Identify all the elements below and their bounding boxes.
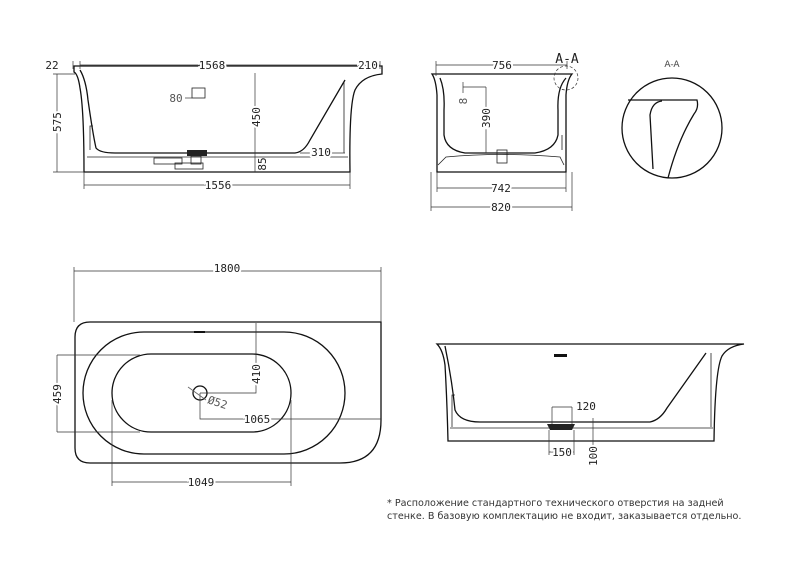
footnote: * Расположение стандартного технического… bbox=[387, 498, 742, 522]
plan-basin bbox=[111, 353, 292, 433]
dim-base: 85 bbox=[256, 157, 269, 170]
section-marker bbox=[553, 65, 579, 91]
front-outline bbox=[73, 65, 383, 173]
dim-inner-width: 756 bbox=[492, 59, 512, 72]
dim-drain-x: 1065 bbox=[244, 413, 271, 426]
dim-height-back: 100 bbox=[587, 446, 600, 466]
front-view: 22 1568 210 575 80 450 310 85 1556 bbox=[45, 57, 383, 194]
dim-length: 1800 bbox=[214, 262, 241, 275]
section-label: A-A bbox=[555, 52, 579, 67]
back-basin bbox=[444, 345, 707, 423]
dim-rim-right: 210 bbox=[358, 59, 378, 72]
side-basin bbox=[439, 77, 567, 154]
dim-drain-y: 410 bbox=[250, 364, 263, 384]
detail-view: A-A bbox=[621, 60, 723, 179]
dim-rim-left: 22 bbox=[45, 59, 58, 72]
back-drain bbox=[547, 424, 575, 430]
dim-base-length: 1556 bbox=[205, 179, 232, 192]
back-view: 120 150 100 bbox=[435, 343, 745, 468]
side-view: 756 A-A 8 390 742 820 bbox=[430, 52, 579, 216]
dim-drain-diameter: Ø52 bbox=[206, 393, 229, 412]
side-outline bbox=[430, 73, 574, 173]
plan-overflow bbox=[194, 331, 205, 333]
dim-inner-length: 1568 bbox=[199, 59, 226, 72]
drain-fitting bbox=[153, 150, 207, 170]
back-outline bbox=[435, 343, 745, 442]
detail-label: A-A bbox=[664, 60, 680, 70]
back-overflow bbox=[554, 354, 567, 357]
overflow-hole bbox=[191, 87, 206, 99]
dim-inner-length-plan: 1049 bbox=[188, 476, 215, 489]
plan-outer bbox=[74, 321, 382, 464]
dim-overflow: 80 bbox=[169, 92, 182, 105]
dim-outer-width: 820 bbox=[491, 201, 511, 214]
front-basin bbox=[79, 69, 346, 154]
plan-rim bbox=[82, 331, 346, 455]
dim-depth: 450 bbox=[250, 107, 263, 127]
dim-height: 575 bbox=[51, 112, 64, 132]
dim-small: 8 bbox=[457, 98, 470, 105]
dim-base-width: 742 bbox=[491, 182, 511, 195]
dim-width: 459 bbox=[51, 384, 64, 404]
dim-bottom-offset: 310 bbox=[311, 146, 331, 159]
plan-view: 1800 459 410 Ø52 1065 1049 bbox=[49, 260, 382, 491]
dim-drain-base: 150 bbox=[552, 446, 572, 459]
dim-depth-side: 390 bbox=[480, 108, 493, 128]
side-drain bbox=[496, 149, 508, 164]
dim-drain-width: 120 bbox=[576, 400, 596, 413]
